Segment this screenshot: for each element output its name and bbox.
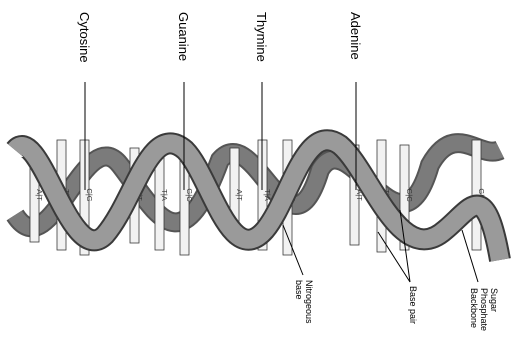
pair-label-7: A|T	[235, 189, 244, 201]
phosphate-label: Phosphate	[479, 288, 489, 331]
thymine-label: Thymine	[254, 12, 269, 62]
base-label: base	[294, 280, 304, 300]
nitrogeous-label: Nitrogeous	[304, 280, 314, 324]
cytosine-label: Cytosine	[77, 12, 92, 63]
pair-label-6: G|C	[185, 188, 194, 202]
adenine-label: Adenine	[348, 12, 363, 60]
pair-label-12: G|C	[405, 188, 414, 202]
guanine-label: Guanine	[176, 12, 191, 61]
sugar-label: Sugar	[489, 288, 499, 312]
pair-label-5: T|A	[160, 189, 169, 201]
pair-label-8: T|A	[263, 189, 272, 201]
base-pair-label: Base pair	[408, 286, 418, 324]
backbone-label: Backbone	[469, 288, 479, 328]
pair-label-3: C|G	[85, 188, 94, 201]
